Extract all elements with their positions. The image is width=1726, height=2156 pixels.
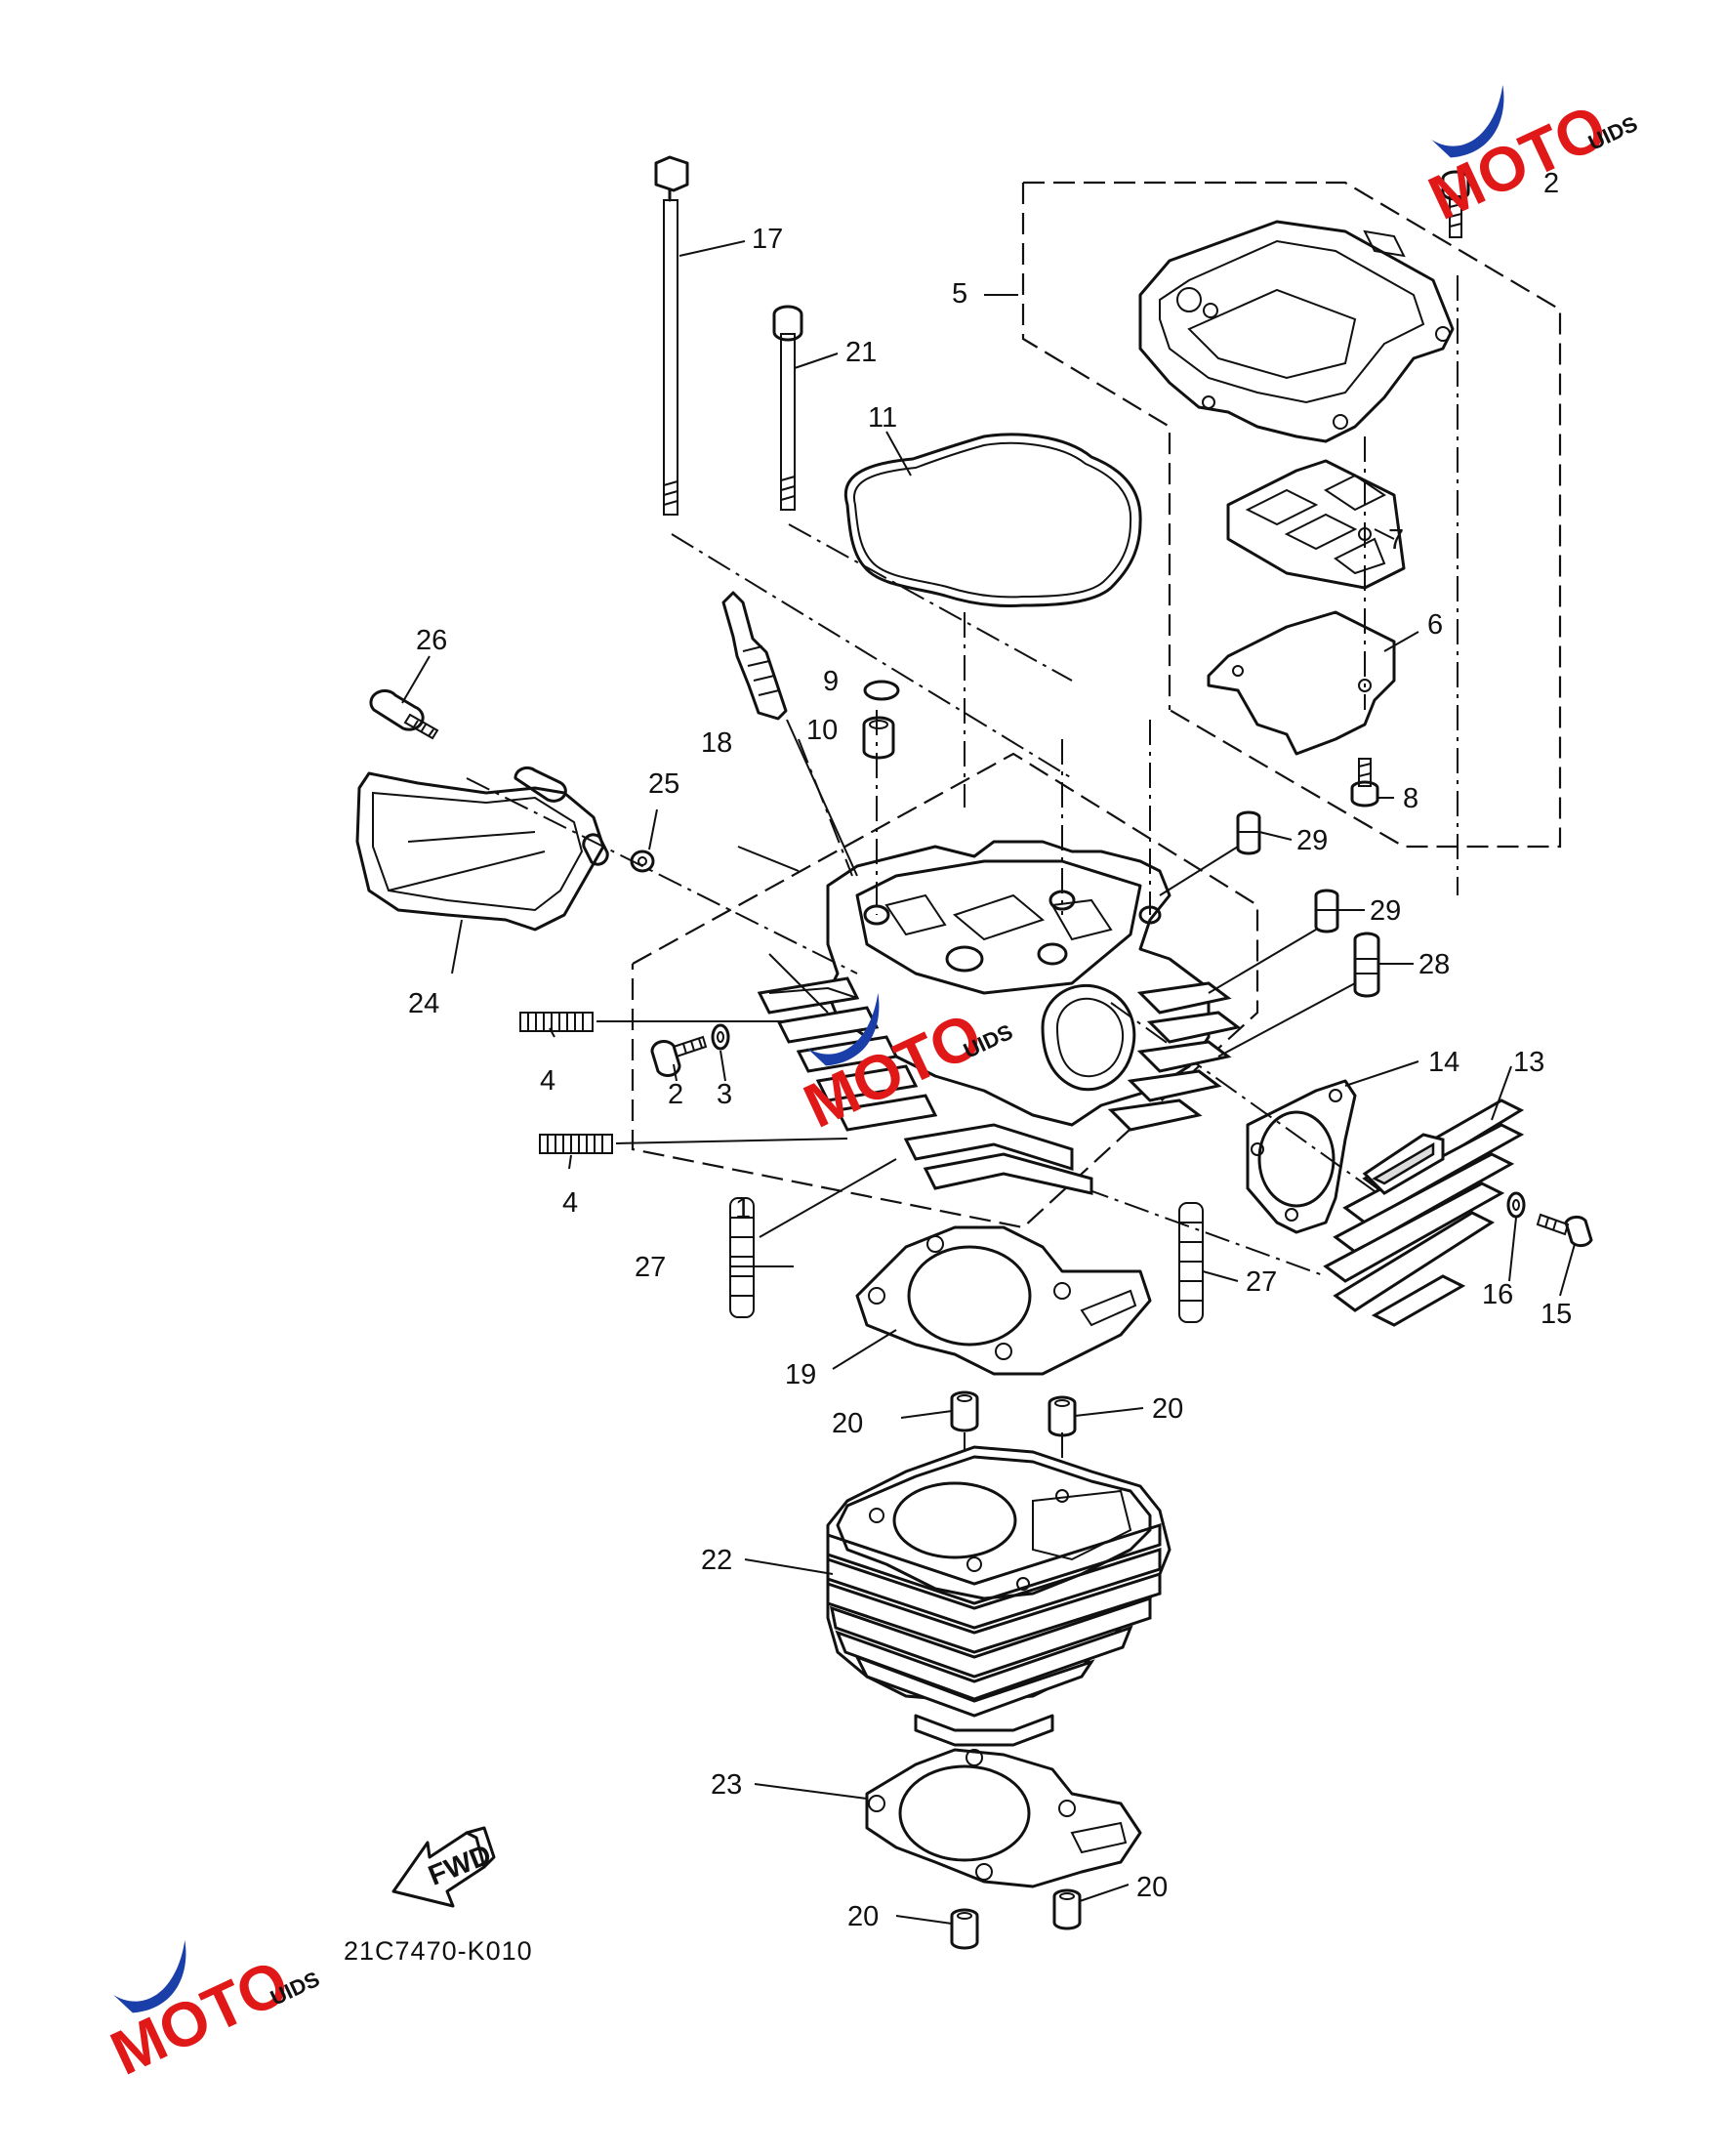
diagram-code: 21C7470-K010 xyxy=(344,1936,533,1966)
callout-16: 16 xyxy=(1482,1279,1513,1310)
part-5-head-cover xyxy=(1138,220,1455,443)
part-4-stud-upper xyxy=(519,1012,789,1032)
callout-13: 13 xyxy=(1513,1047,1544,1078)
part-20-dowel-2 xyxy=(1048,1395,1077,1437)
callout-15: 15 xyxy=(1541,1299,1572,1330)
part-18-spark-plug xyxy=(721,591,858,877)
part-1-cylinder-head xyxy=(757,840,1242,1195)
callout-20-c: 20 xyxy=(847,1901,879,1932)
callout-24: 24 xyxy=(408,988,439,1019)
callout-5: 5 xyxy=(952,278,967,310)
part-20-dowel-3 xyxy=(950,1908,979,1950)
callout-4-lower: 4 xyxy=(562,1187,578,1219)
part-27-stud-left xyxy=(729,1158,897,1318)
callout-27-left: 27 xyxy=(635,1252,666,1283)
part-8-bolt xyxy=(1350,758,1379,808)
part-13-heat-shield xyxy=(1323,1099,1525,1327)
callout-29-lower: 29 xyxy=(1370,895,1401,927)
swoosh-icon xyxy=(1431,84,1504,158)
part-26-bolt xyxy=(369,688,439,740)
part-22-cylinder xyxy=(826,1445,1171,1747)
callout-8: 8 xyxy=(1403,783,1418,814)
callout-27-right: 27 xyxy=(1246,1266,1277,1298)
callout-11: 11 xyxy=(868,402,897,434)
watermark-logo-bottom-left: MOTO UIDS xyxy=(101,1939,323,2089)
callout-28: 28 xyxy=(1418,949,1450,980)
callout-20-b: 20 xyxy=(1152,1393,1183,1425)
callout-1: 1 xyxy=(735,1193,751,1224)
part-29-dowel-upper xyxy=(1159,810,1261,896)
swoosh-icon xyxy=(113,1939,186,2013)
callout-2: 2 xyxy=(668,1079,683,1110)
callout-4-upper: 4 xyxy=(540,1065,555,1097)
callout-26: 26 xyxy=(416,625,447,656)
part-3-washer xyxy=(711,1023,730,1051)
callout-9: 9 xyxy=(823,666,839,697)
watermark-logo-top-right: MOTO UIDS xyxy=(1418,84,1641,233)
part-21-stud-bolt xyxy=(772,305,803,511)
assembly-outline-cylinder-head xyxy=(631,752,1259,1229)
part-9-o-ring xyxy=(863,680,900,701)
callout-17: 17 xyxy=(752,224,783,255)
part-28-dowel xyxy=(1217,932,1380,1057)
assembly-outline-head-cover xyxy=(1021,181,1562,849)
callout-29-upper: 29 xyxy=(1296,825,1328,856)
part-29-dowel-lower xyxy=(1208,889,1339,994)
callout-18: 18 xyxy=(701,727,732,759)
callout-6: 6 xyxy=(1427,609,1443,641)
swoosh-icon xyxy=(806,992,880,1066)
part-2-cover-bolt xyxy=(1441,170,1470,238)
part-14-gasket xyxy=(1246,1079,1357,1234)
part-27-stud-right xyxy=(1178,1202,1204,1323)
callout-7: 7 xyxy=(1388,524,1404,556)
callout-22: 22 xyxy=(701,1545,732,1576)
part-20-dowel-1 xyxy=(950,1390,979,1432)
callout-2-cover: 2 xyxy=(1543,168,1559,199)
part-2-bolt xyxy=(650,1035,708,1077)
part-10-dowel xyxy=(862,716,895,760)
part-24-side-cover xyxy=(355,766,609,932)
leader-lines xyxy=(401,240,1576,1925)
part-25-washer xyxy=(630,850,655,873)
part-17-stud-bolt xyxy=(654,155,689,516)
watermark-text: MOTO xyxy=(1418,91,1617,233)
callout-14: 14 xyxy=(1428,1047,1459,1078)
fwd-arrow-icon: FWD xyxy=(391,1826,496,1908)
callout-10: 10 xyxy=(806,715,838,746)
callout-23: 23 xyxy=(711,1769,742,1801)
callout-labels: 1 2 2 3 4 4 5 6 7 8 9 10 11 13 14 15 16 … xyxy=(408,168,1572,1932)
part-11-cover-gasket xyxy=(843,433,1142,607)
part-19-head-gasket xyxy=(855,1225,1152,1376)
watermark-text: MOTO xyxy=(101,1946,299,2089)
callout-19: 19 xyxy=(785,1359,816,1390)
callout-20-a: 20 xyxy=(832,1408,863,1439)
callout-25: 25 xyxy=(648,768,679,800)
callout-20-d: 20 xyxy=(1136,1872,1168,1903)
part-23-base-gasket xyxy=(865,1748,1142,1888)
part-20-dowel-4 xyxy=(1052,1888,1082,1930)
part-15-bolt xyxy=(1536,1213,1593,1248)
part-4-stud-lower xyxy=(539,1134,848,1154)
part-16-washer xyxy=(1506,1191,1526,1219)
part-6-plate xyxy=(1207,610,1396,756)
callout-21: 21 xyxy=(845,337,877,368)
callout-3: 3 xyxy=(717,1079,732,1110)
part-7-plate xyxy=(1226,459,1406,590)
